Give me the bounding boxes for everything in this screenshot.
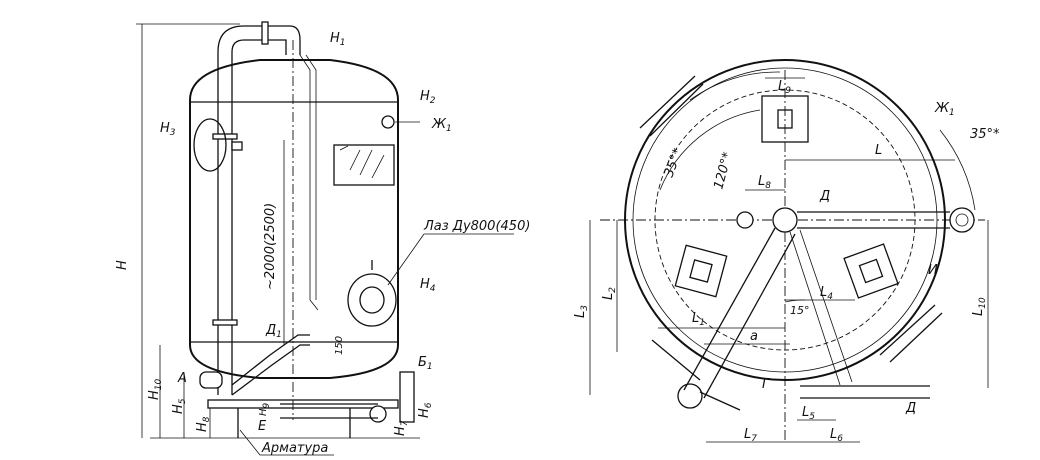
label-A: А xyxy=(177,371,187,386)
label-D1: Д1 xyxy=(265,323,282,340)
plan-view: L9 L L8 Д 35°* 120°* 35°* Ж1 И L4 15° L1… xyxy=(573,59,1000,444)
outlet-valve xyxy=(369,405,387,423)
ext-pipe-diag xyxy=(699,391,741,411)
base-frame xyxy=(207,399,399,409)
label-L9: L9 xyxy=(778,79,791,96)
media-hatch xyxy=(339,145,385,179)
diag-pipe-4 xyxy=(799,229,853,383)
label-H7: H7 xyxy=(393,420,410,436)
outlet-flange-left xyxy=(199,371,223,389)
label-a: a xyxy=(750,329,758,344)
nozzle-top-square xyxy=(761,95,809,143)
diamond-left xyxy=(674,244,728,298)
side-view: H H1 H2 Ж1 H3 ~2000(2500) Лаз Ду800(450)… xyxy=(115,21,530,456)
diag-pipe-1 xyxy=(683,227,776,391)
label-zh1-plan: Ж1 xyxy=(934,101,955,118)
label-zh1-side: Ж1 xyxy=(431,117,452,134)
nozzle-top-inner xyxy=(777,109,793,129)
label-H6: H6 xyxy=(417,402,434,418)
fittings-leader xyxy=(239,429,261,456)
label-H10: H10 xyxy=(147,378,164,400)
label-E: Е xyxy=(258,419,267,434)
center-pipe xyxy=(772,207,798,233)
tank-shell xyxy=(189,59,399,379)
label-15: 15° xyxy=(790,304,810,317)
diamond-right-inner xyxy=(858,258,884,284)
label-H9: H9 xyxy=(258,402,272,416)
label-H3: H3 xyxy=(160,121,176,138)
small-port xyxy=(736,211,754,229)
arc-15 xyxy=(784,299,806,303)
label-H8: H8 xyxy=(195,416,212,432)
label-Dd: Д xyxy=(905,401,916,416)
arc-35-left xyxy=(689,71,781,101)
sight-glass-nozzle xyxy=(231,141,243,151)
label-manhole: Лаз Ду800(450) xyxy=(423,219,530,234)
label-H1: H1 xyxy=(330,31,346,48)
nozzle-zh1 xyxy=(381,115,395,129)
top-elbow-inner xyxy=(231,39,287,55)
label-H4: H4 xyxy=(420,277,436,294)
label-L7: L7 xyxy=(744,427,757,444)
label-35-left: 35°* xyxy=(662,146,686,179)
sight-glass xyxy=(193,118,227,172)
label-fittings: Арматура xyxy=(261,441,328,456)
label-L: L xyxy=(875,143,882,158)
right-flange-inner xyxy=(955,213,969,227)
label-L10: L10 xyxy=(971,297,988,316)
label-L3: L3 xyxy=(573,305,590,318)
label-L2: L2 xyxy=(601,287,618,300)
ext-pipe-ul-2 xyxy=(649,83,704,137)
diamond-right xyxy=(843,243,899,299)
pipe-flange-2 xyxy=(212,319,238,326)
label-150: 150 xyxy=(334,336,345,355)
label-H5: H5 xyxy=(171,398,188,414)
manhole-leader xyxy=(387,233,425,286)
label-D: Д xyxy=(819,189,830,204)
label-L5: L5 xyxy=(802,405,815,422)
label-B1: Б1 xyxy=(418,355,433,372)
ext-pipe-ul xyxy=(639,75,696,129)
label-L4: L4 xyxy=(820,285,833,302)
diag-pipe-3 xyxy=(789,231,841,386)
label-35-right: 35°* xyxy=(970,127,1000,142)
label-L6: L6 xyxy=(830,427,843,444)
label-L8: L8 xyxy=(758,174,771,191)
top-flange xyxy=(261,21,269,45)
manhole-inner xyxy=(359,286,385,314)
arc-35-right xyxy=(939,129,976,211)
label-G: Г xyxy=(762,377,771,392)
label-height: ~2000(2500) xyxy=(263,203,278,290)
label-H2: H2 xyxy=(420,89,436,106)
bottom-pipe-2 xyxy=(231,344,310,396)
diamond-left-inner xyxy=(689,259,713,283)
ext-pipe-lr-2 xyxy=(889,312,943,363)
manhole-outer xyxy=(347,273,397,327)
ext-pipe-bl xyxy=(651,339,701,381)
label-L1: L1 xyxy=(692,311,705,328)
top-elbow xyxy=(217,25,301,55)
elbow-bottom xyxy=(677,383,703,409)
instrument-line xyxy=(299,54,319,311)
instrument-line-2 xyxy=(305,54,317,300)
diag-pipe-2 xyxy=(703,233,796,399)
label-I: И xyxy=(928,263,938,278)
ext-pipe-lr xyxy=(879,304,936,356)
label-120: 120°* xyxy=(711,150,735,191)
outlet-pipe-right xyxy=(399,371,415,423)
media-sample xyxy=(333,144,395,186)
label-H: H xyxy=(115,260,130,270)
arc-120 xyxy=(659,109,761,191)
right-flange xyxy=(949,207,975,233)
